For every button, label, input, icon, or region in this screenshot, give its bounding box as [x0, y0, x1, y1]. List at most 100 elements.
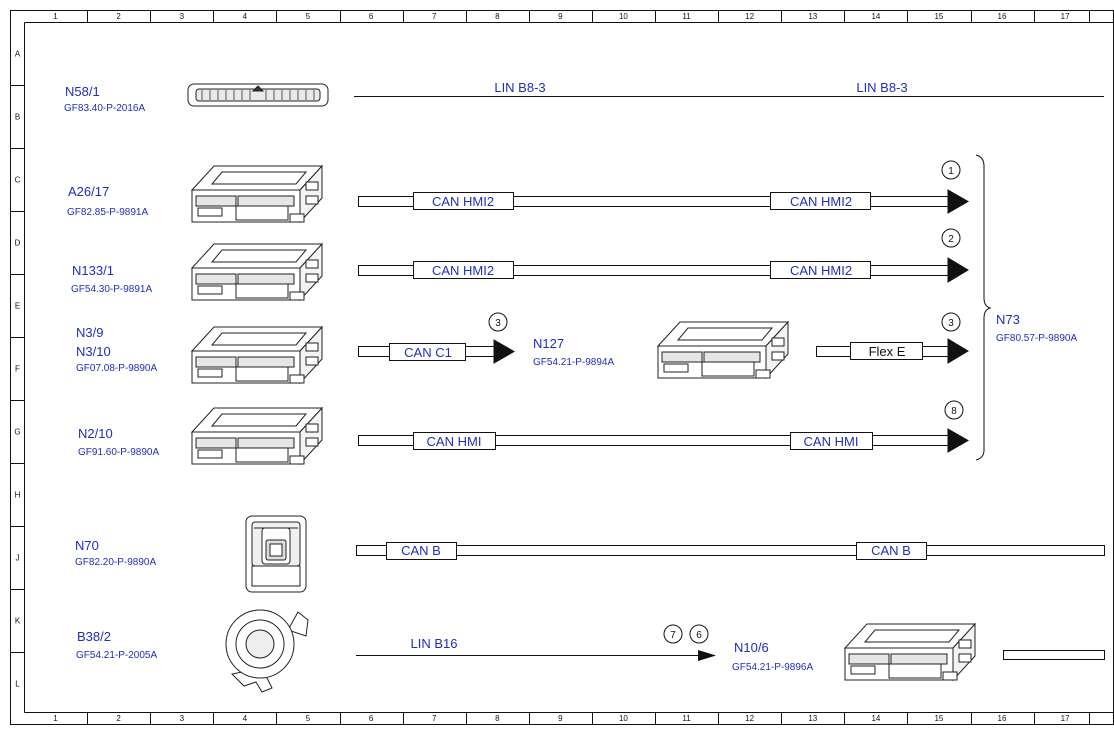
can-hmi-bus — [358, 428, 970, 453]
grid-row-label: B — [15, 113, 20, 122]
grid-column-label: 3 — [180, 714, 185, 723]
grid-row-label: C — [15, 176, 21, 185]
lin-b16-arrow — [698, 650, 716, 661]
node-circle-6 — [689, 624, 709, 644]
component-ref-b38-2: GF54.21-P-2005A — [76, 650, 157, 661]
grid-row-label: K — [15, 617, 21, 626]
grid-column-label: 16 — [998, 714, 1007, 723]
grid-column-label: 6 — [369, 12, 374, 21]
grid-column-label: 1 — [53, 12, 58, 21]
n10-6-bus-stub — [1003, 650, 1105, 660]
node-number-1: 1 — [948, 166, 954, 177]
module-n3-9 — [191, 326, 323, 384]
grid-row-label: F — [15, 365, 20, 374]
grid-column-label: 9 — [558, 714, 563, 723]
grid-column-label: 17 — [1061, 12, 1070, 21]
can-hmi2-bus-d — [358, 257, 969, 283]
component-ref-n2-10: GF91.60-P-9890A — [78, 447, 159, 458]
component-id-n73: N73 — [996, 312, 1020, 327]
node-number-8: 8 — [951, 406, 957, 417]
can-b-bus — [356, 542, 1105, 560]
node-circle-2 — [941, 228, 961, 248]
grid-row-label: E — [15, 302, 20, 311]
node-number-7: 7 — [670, 630, 676, 641]
component-id-n2-10: N2/10 — [78, 426, 113, 441]
component-ref-n133-1: GF54.30-P-9891A — [71, 284, 152, 295]
grid-column-label: 12 — [745, 12, 754, 21]
grid-column-label: 5 — [306, 12, 311, 21]
grid-column-label: 10 — [619, 12, 628, 21]
lin-b8-3-label-right: LIN B8-3 — [856, 80, 907, 95]
node-circle-8 — [944, 400, 964, 420]
can-hmi-label-right: CAN HMI — [804, 434, 859, 449]
grid-column-label: 2 — [116, 12, 121, 21]
module-n127 — [657, 321, 789, 379]
grid-column-label: 14 — [871, 714, 880, 723]
grid-column-label: 5 — [306, 714, 311, 723]
grid-column-label: 15 — [934, 12, 943, 21]
flex-e-bus — [816, 338, 969, 364]
component-ref-n58-1: GF83.40-P-2016A — [64, 103, 145, 114]
node-number-6: 6 — [696, 630, 702, 641]
grid-column-label: 10 — [619, 714, 628, 723]
grid-column-label: 11 — [682, 714, 691, 723]
grid-column-label: 8 — [495, 12, 500, 21]
component-ref-n70: GF82.20-P-9890A — [75, 557, 156, 568]
component-id-n127: N127 — [533, 336, 564, 351]
sensor-b38-2 — [225, 609, 309, 693]
node-number-3a: 3 — [495, 318, 501, 329]
can-hmi2-label-d-right: CAN HMI2 — [790, 263, 852, 278]
can-hmi2-label-c-left: CAN HMI2 — [432, 194, 494, 209]
grid-column-label: 17 — [1061, 714, 1070, 723]
component-ref-n127: GF54.21-P-9894A — [533, 357, 614, 368]
component-id-n58-1: N58/1 — [65, 84, 100, 99]
can-hmi2-label-d-left: CAN HMI2 — [432, 263, 494, 278]
grid-column-label: 4 — [243, 12, 248, 21]
grid-column-label: 9 — [558, 12, 563, 21]
component-id-n70: N70 — [75, 538, 99, 553]
grid-column-label: 1 — [53, 714, 58, 723]
grid-row-label: J — [16, 554, 20, 563]
component-id-n3-10: N3/10 — [76, 344, 111, 359]
can-b-label-left: CAN B — [401, 543, 441, 558]
node-circle-3b — [941, 312, 961, 332]
lin-b16-label: LIN B16 — [411, 636, 458, 651]
grid-column-label: 6 — [369, 714, 374, 723]
grid-column-label: 4 — [243, 714, 248, 723]
grid-row-label: G — [14, 428, 20, 437]
component-ref-n73: GF80.57-P-9890A — [996, 333, 1077, 344]
grid-row-label: L — [15, 680, 20, 689]
component-ref-n10-6: GF54.21-P-9896A — [732, 662, 813, 673]
module-n133-1 — [191, 243, 323, 301]
can-hmi-label-left: CAN HMI — [427, 434, 482, 449]
connector-n58-1 — [187, 83, 329, 107]
grid-row-label: A — [15, 50, 21, 59]
module-n2-10 — [191, 407, 323, 465]
grid-column-label: 13 — [808, 12, 817, 21]
grid-column-label: 11 — [682, 12, 691, 21]
switch-n70 — [245, 515, 307, 593]
component-id-b38-2: B38/2 — [77, 629, 111, 644]
grid-column-label: 12 — [745, 714, 754, 723]
grid-row-band: A B C D E F G H J K L — [10, 50, 25, 689]
grid-column-label: 3 — [180, 12, 185, 21]
grid-column-label: 7 — [432, 12, 437, 21]
can-hmi2-label-c-right: CAN HMI2 — [790, 194, 852, 209]
node-number-3b: 3 — [948, 318, 954, 329]
can-hmi2-bus-c — [358, 189, 970, 214]
module-a26-17 — [191, 165, 323, 223]
module-n10-6 — [844, 623, 976, 681]
grid-column-label: 16 — [998, 12, 1007, 21]
grid-row-label: D — [15, 239, 21, 248]
grid-column-label: 7 — [432, 714, 437, 723]
n73-brace — [975, 154, 992, 461]
grid-column-label: 2 — [116, 714, 121, 723]
grid-row-label: H — [15, 491, 21, 500]
component-id-n133-1: N133/1 — [72, 263, 114, 278]
flex-e-label: Flex E — [869, 344, 906, 359]
node-number-2: 2 — [948, 234, 954, 245]
component-id-n3-9: N3/9 — [76, 325, 103, 340]
grid-column-label: 14 — [871, 12, 880, 21]
